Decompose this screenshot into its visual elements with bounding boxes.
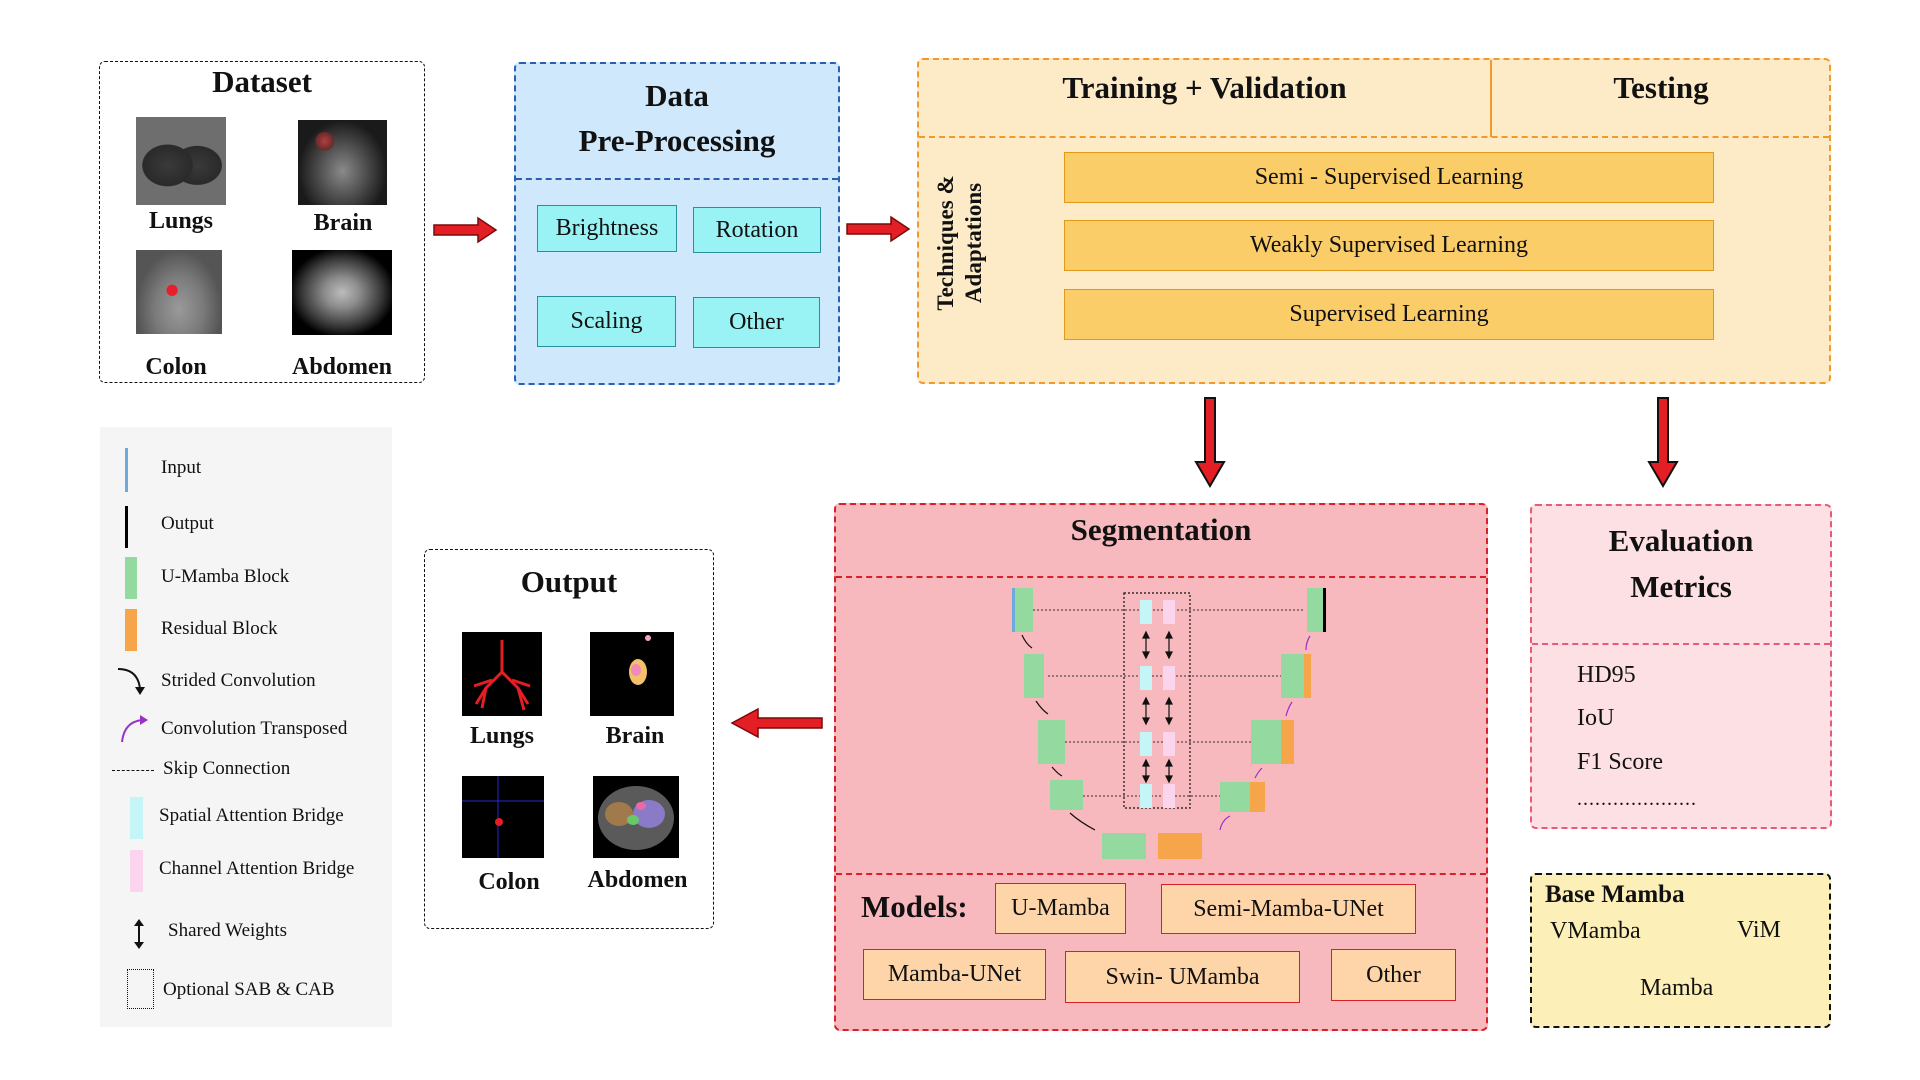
technique-semi-supervised: Semi - Supervised Learning [1064,152,1714,203]
legend-label-input: Input [161,457,202,478]
output-label-colon: Colon [478,869,540,895]
metric-hd95: HD95 [1577,662,1636,688]
legend-label-shared-weights: Shared Weights [168,920,287,941]
preprocessing-title-line1: Data [645,78,709,113]
dataset-label-brain: Brain [313,210,373,236]
segmentation-models-divider [836,873,1486,875]
base-mamba-title: Base Mamba [1545,881,1685,908]
output-label-brain: Brain [605,723,665,749]
preprocessing-item-rotation: Rotation [693,207,821,253]
skip-connection-icon [112,770,154,771]
preprocessing-divider [516,178,838,180]
lungs-ct-image [136,117,226,205]
dataset-panel [99,61,425,383]
preprocessing-item-brightness: Brightness [537,205,677,252]
model-other: Other [1331,949,1456,1001]
output-label-abdomen: Abdomen [587,867,688,893]
legend-swatch-output [125,506,128,548]
colon-ct-image [136,250,222,334]
technique-weakly-supervised: Weakly Supervised Learning [1064,220,1714,271]
flow-arrow-down-segmentation [1194,397,1226,488]
u-mamba-architecture-diagram [1012,588,1326,859]
legend-label-output: Output [161,513,214,534]
evaluation-title-line1: Evaluation [1608,523,1754,558]
evaluation-panel [1530,504,1832,829]
flow-arrow-down-evaluation [1647,397,1679,488]
preprocessing-item-scaling: Scaling [537,296,676,347]
legend-label-optional-sab-cab: Optional SAB & CAB [163,979,335,1000]
training-validation-header: Training + Validation [1062,70,1347,105]
legend-label-spatial-attention: Spatial Attention Bridge [159,805,344,826]
output-title: Output [520,564,618,599]
evaluation-title-line2: Metrics [1630,569,1732,604]
output-label-lungs: Lungs [469,723,535,749]
brain-segmentation-image [590,632,674,716]
legend-swatch-channel-attention [130,850,143,892]
training-header-divider [919,136,1829,138]
flow-arrow-right-1 [433,216,498,244]
dataset-label-lungs: Lungs [148,208,214,234]
legend-label-channel-attention: Channel Attention Bridge [159,858,355,879]
metric-more: .................... [1577,788,1697,810]
flow-arrow-right-2 [846,215,911,243]
model-u-mamba: U-Mamba [995,883,1126,934]
legend-swatch-spatial-attention [130,797,143,839]
base-mamba-vmamba: VMamba [1550,918,1641,944]
abdomen-mri-image [292,250,392,335]
convolution-transposed-icon [121,715,148,743]
model-semi-mamba-unet: Semi-Mamba-UNet [1161,884,1416,934]
optional-sab-cab-icon [127,969,154,1009]
base-mamba-vim: ViM [1737,917,1781,943]
dataset-label-colon: Colon [145,354,207,380]
lungs-segmentation-image [462,632,542,716]
colon-segmentation-image [462,776,544,858]
base-mamba-mamba: Mamba [1640,975,1714,1001]
model-mamba-unet: Mamba-UNet [863,949,1046,1000]
flow-arrow-left [730,707,823,739]
strided-convolution-icon [117,668,145,695]
training-testing-separator [1490,60,1492,137]
base-mamba-panel [1530,873,1831,1028]
output-panel [424,549,714,929]
techniques-label-line2: Adaptations [961,182,986,304]
legend-swatch-residual-block [125,609,137,651]
legend-label-u-mamba-block: U-Mamba Block [161,566,290,587]
brain-mri-image [298,120,387,205]
abdomen-segmentation-image [593,776,679,858]
preprocessing-item-other: Other [693,297,820,348]
metric-f1-score: F1 Score [1577,749,1663,775]
technique-supervised: Supervised Learning [1064,289,1714,340]
legend-label-convolution-transposed: Convolution Transposed [161,718,348,739]
shared-weights-icon [134,919,144,949]
techniques-label-line1: Techniques & [933,175,958,311]
model-swin-umamba: Swin- UMamba [1065,951,1300,1003]
legend-label-residual-block: Residual Block [161,618,278,639]
segmentation-header-divider [836,576,1486,578]
legend-panel [100,427,392,1027]
metric-iou: IoU [1577,705,1615,731]
legend-swatch-u-mamba-block [125,557,137,599]
dataset-label-abdomen: Abdomen [291,354,393,380]
testing-header: Testing [1613,70,1709,105]
legend-label-skip-connection: Skip Connection [163,758,291,779]
legend-label-strided-convolution: Strided Convolution [161,670,316,691]
segmentation-panel [834,503,1488,1031]
segmentation-title: Segmentation [1070,512,1252,547]
dataset-title: Dataset [212,64,312,99]
models-label: Models: [861,889,968,924]
legend-swatch-input [125,448,128,492]
evaluation-divider [1532,643,1830,645]
preprocessing-title-line2: Pre-Processing [578,123,776,158]
